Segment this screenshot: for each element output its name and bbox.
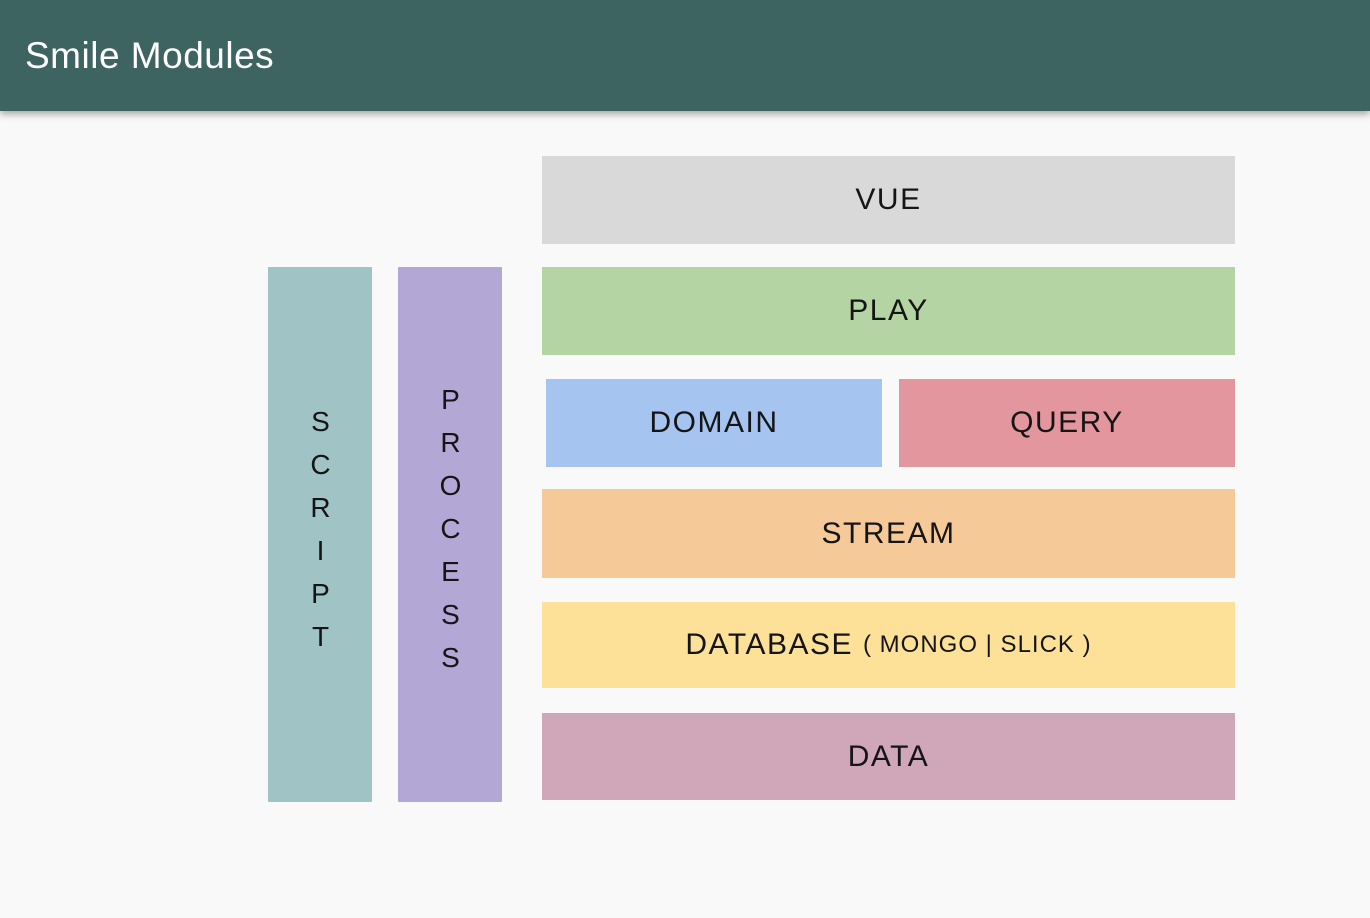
- module-database-sublabel: ( MONGO | SLICK ): [863, 631, 1092, 658]
- module-data-label: DATA: [847, 739, 930, 773]
- module-database: DATABASE ( MONGO | SLICK ): [542, 602, 1235, 688]
- module-play: PLAY: [542, 267, 1235, 355]
- module-database-label: DATABASE: [685, 628, 853, 661]
- app-header: Smile Modules: [0, 0, 1370, 111]
- module-domain-label: DOMAIN: [649, 406, 779, 439]
- module-query-label: QUERY: [1010, 406, 1124, 439]
- module-script: SCRIPT: [268, 267, 372, 802]
- module-stream-label: STREAM: [821, 516, 956, 550]
- module-vue-label: VUE: [855, 183, 922, 216]
- module-query: QUERY: [899, 379, 1235, 467]
- module-stream: STREAM: [542, 489, 1235, 578]
- module-process: PROCESS: [398, 267, 502, 802]
- module-play-label: PLAY: [848, 294, 929, 327]
- page-title: Smile Modules: [25, 34, 275, 76]
- module-vue: VUE: [542, 156, 1235, 244]
- diagram-canvas: SCRIPT PROCESS VUE PLAY DOMAIN QUERY STR…: [0, 111, 1370, 918]
- module-script-label: SCRIPT: [305, 405, 336, 664]
- module-process-label: PROCESS: [435, 384, 466, 685]
- module-data: DATA: [542, 713, 1235, 800]
- module-domain: DOMAIN: [546, 379, 882, 467]
